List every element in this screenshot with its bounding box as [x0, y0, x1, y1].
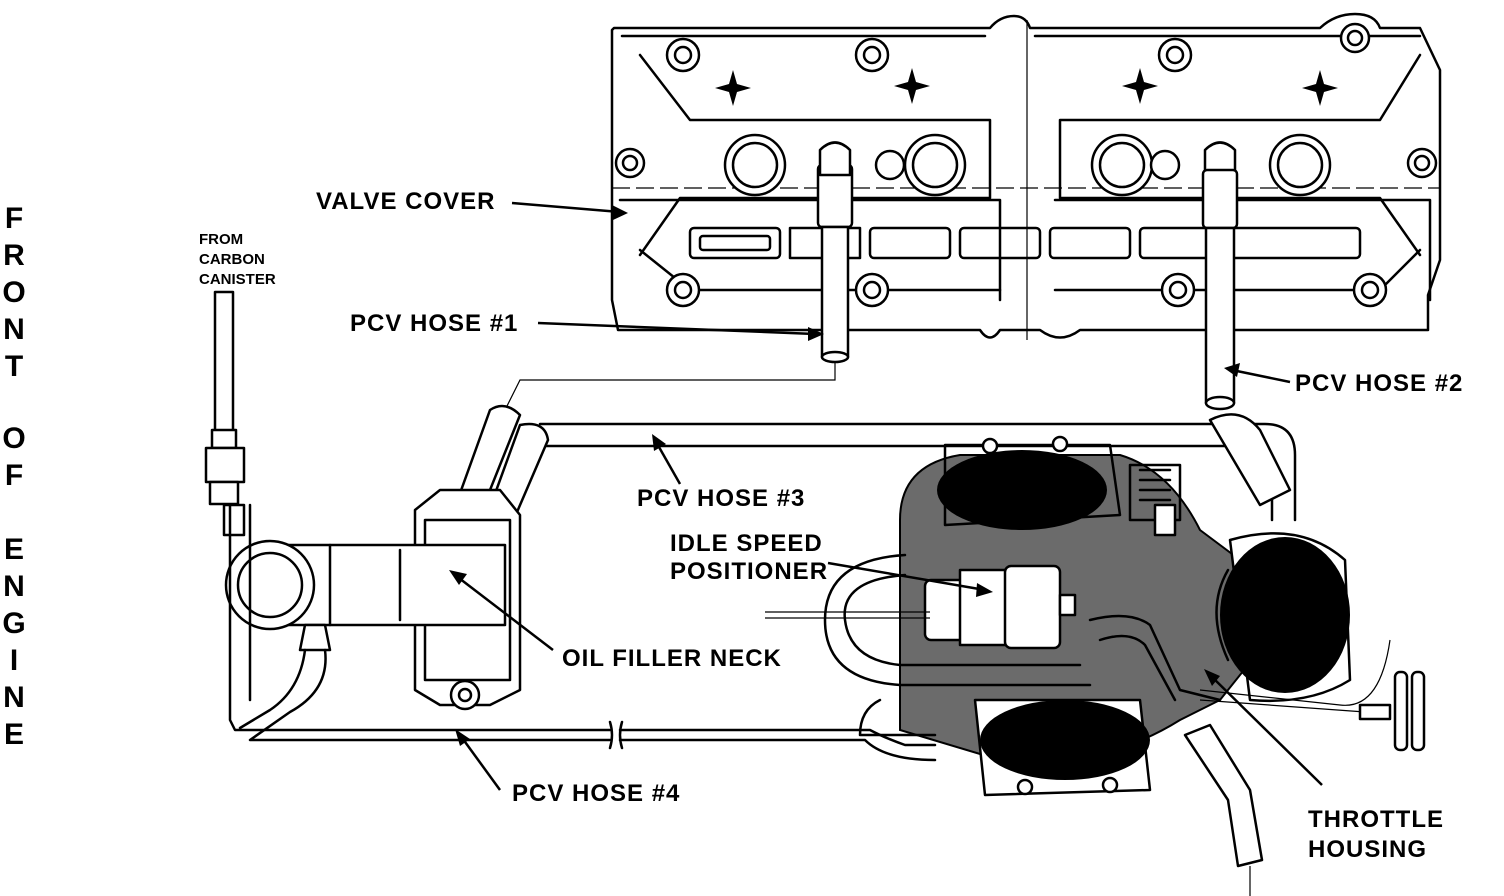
side-letter: E	[3, 718, 24, 751]
pcv-hose-2-label: PCV HOSE #2	[1295, 370, 1464, 397]
pcv-hose-1	[816, 141, 854, 364]
cover-bolt	[1339, 22, 1371, 54]
side-letter: O	[2, 276, 26, 309]
cover-stud	[1122, 68, 1158, 104]
cover-bolt	[1352, 272, 1388, 308]
cover-bolt	[1406, 147, 1438, 179]
spark-plug-port	[1268, 133, 1332, 197]
side-letter: F	[4, 459, 24, 492]
spark-plug-port	[1090, 133, 1154, 197]
cover-bolt	[1157, 37, 1193, 73]
label-line: CANISTER	[199, 271, 276, 288]
spark-plug-port	[723, 133, 787, 197]
idle-speed-positioner-label: IDLE SPEED POSITIONER	[670, 530, 828, 586]
side-letter: N	[3, 313, 25, 346]
label-line: HOUSING	[1308, 836, 1428, 863]
cover-bolt	[854, 37, 890, 73]
electrical-connector	[1358, 670, 1426, 752]
label-line: IDLE SPEED	[670, 530, 823, 557]
carbon-canister-label: FROM CARBON CANISTER	[199, 230, 276, 290]
label-line: CARBON	[199, 251, 265, 268]
side-letter: G	[2, 607, 26, 640]
side-letter: R	[3, 239, 25, 272]
side-letter: O	[2, 422, 26, 455]
label-line: POSITIONER	[670, 558, 829, 585]
cover-stud	[1302, 70, 1338, 106]
side-letter: N	[3, 570, 25, 603]
side-letter: T	[4, 350, 24, 383]
cover-bolt	[665, 272, 701, 308]
cover-bolt	[1160, 272, 1196, 308]
label-line: THROTTLE	[1308, 806, 1444, 833]
pcv-hose-1-label: PCV HOSE #1	[350, 310, 519, 337]
throttle-housing-label: THROTTLE HOUSING	[1308, 805, 1444, 865]
oil-filler-neck-label: OIL FILLER NECK	[562, 645, 782, 672]
spark-plug-port	[903, 133, 967, 197]
idle-speed-positioner	[765, 463, 1182, 650]
cover-bolt	[854, 272, 890, 308]
cover-stud	[715, 70, 751, 106]
label-line: FROM	[199, 231, 244, 248]
oil-filler-neck	[224, 488, 522, 711]
pcv-hose-4	[228, 503, 937, 762]
cover-bolt	[614, 147, 646, 179]
side-letter: N	[3, 681, 25, 714]
pcv-hose-3-label: PCV HOSE #3	[637, 485, 806, 512]
side-letter: E	[3, 533, 24, 566]
valve-cover-label: VALVE COVER	[316, 188, 496, 215]
pcv-hose-2	[1201, 141, 1239, 411]
cover-bolt	[665, 37, 701, 73]
side-letter: I	[9, 644, 19, 677]
pcv-hose-4-label: PCV HOSE #4	[512, 780, 681, 807]
side-letter: F	[4, 202, 24, 235]
cover-stud	[894, 68, 930, 104]
